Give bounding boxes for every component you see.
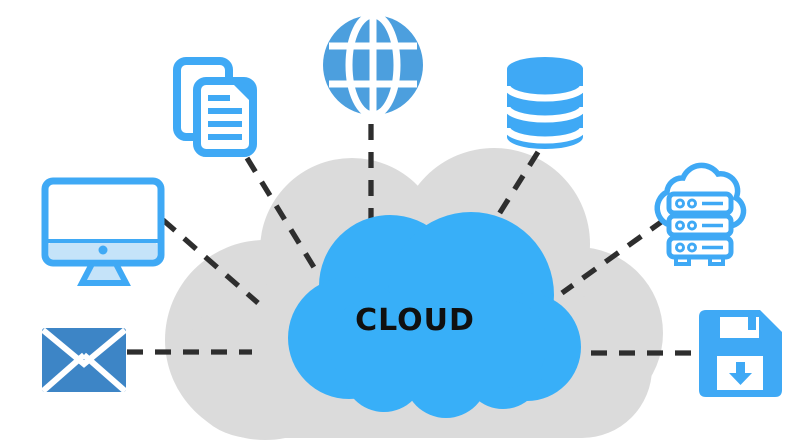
server-unit — [666, 213, 734, 238]
envelope-flap — [42, 328, 126, 368]
server-led — [675, 220, 685, 231]
server-led — [687, 198, 697, 209]
monitor-icon — [40, 176, 166, 290]
disk-separator — [503, 127, 587, 144]
cylinder — [507, 57, 583, 149]
disk-separator — [503, 85, 587, 102]
server-led — [687, 220, 697, 231]
save-icon — [699, 310, 782, 397]
cloud-label: CLOUD — [355, 303, 475, 338]
page-fold — [232, 83, 251, 102]
server-unit — [666, 235, 734, 260]
envelope-fold — [42, 352, 86, 392]
server-unit — [666, 191, 734, 216]
database-icon — [503, 56, 587, 150]
monitor-camera-dot — [98, 245, 108, 255]
email-icon — [42, 328, 126, 392]
server-led — [675, 242, 685, 253]
server-icon — [652, 156, 748, 266]
download-arrow — [729, 362, 752, 385]
envelope-fold — [82, 352, 126, 392]
blue-cloud-base — [330, 300, 546, 388]
server-led — [675, 198, 685, 209]
disk-separator — [503, 106, 587, 123]
floppy-shutter-tab — [748, 317, 756, 330]
documents-icon — [172, 56, 258, 158]
server-led — [687, 242, 697, 253]
globe-icon — [320, 13, 426, 123]
